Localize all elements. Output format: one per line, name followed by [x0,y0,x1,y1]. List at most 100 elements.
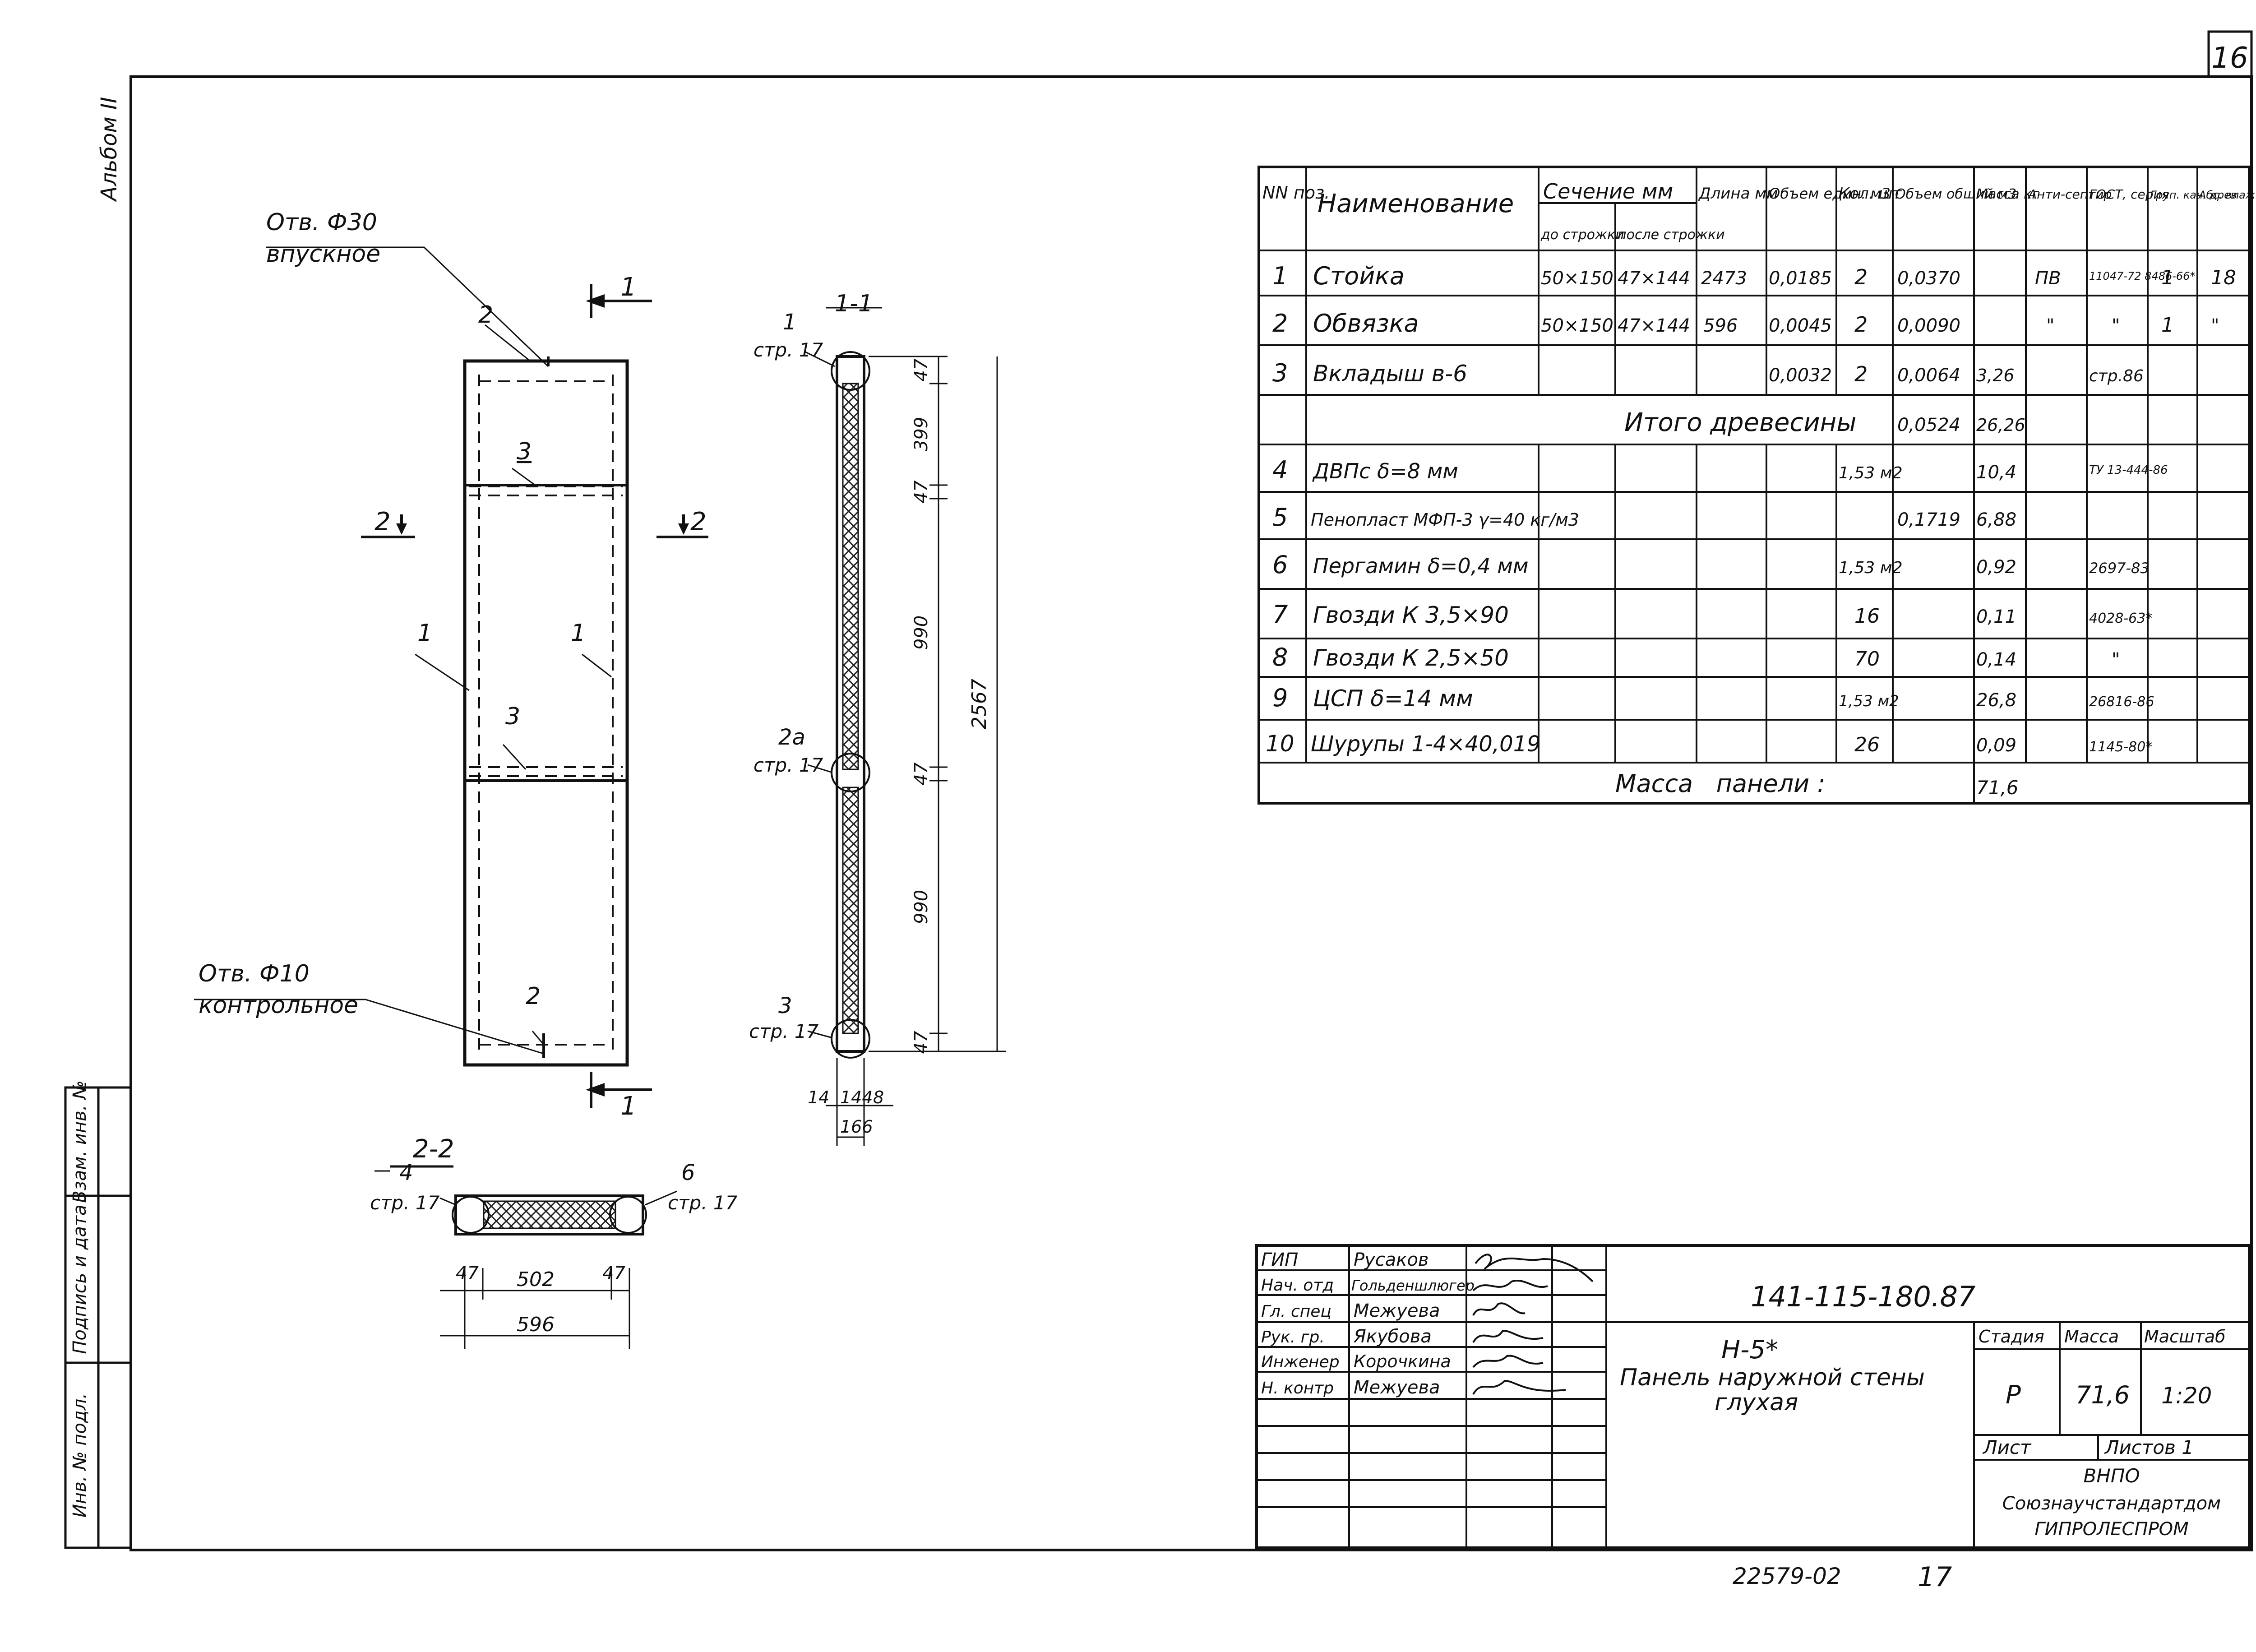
section-1-bottom-dim-1: 14 [808,1087,829,1107]
callout-1-left: 1 [417,620,432,647]
row-3-vol-total: 0,0064 [1897,365,1960,386]
row-2-antisept: " [2046,315,2054,336]
row-2-name: Обвязка [1313,309,1419,338]
section-1-callout-3-num: 3 [778,993,792,1018]
section-2-callout-4-num: 4 [399,1160,413,1185]
spec-table-row: 8 Гвозди К 2,5×50 70 0,14 " [1272,643,2120,671]
section-1-callout-1-num: 1 [783,310,797,335]
callout-3-upper: 3 [517,438,532,465]
section-1-dim-6: 990 [911,890,932,924]
org-line-1: ВНПО [2083,1465,2140,1487]
hole-control-label: Отв. Ф10 [199,960,310,987]
section-1-dim-1: 47 [911,358,932,381]
row-3-name: Вкладыш в-6 [1313,361,1467,387]
row-10-pos: 10 [1266,731,1294,757]
row-1-section-after: 47×144 [1618,268,1690,289]
row-4-mass: 10,4 [1976,462,2016,483]
row-10-mass: 0,09 [1976,735,2016,756]
panel-outline [463,359,629,1067]
hole-control-sublabel: контрольное [199,992,358,1019]
hdr-gost: ГОСТ, серия [2089,187,2169,202]
hole-inlet-sublabel: впускное [266,241,380,268]
section-1-bottom-dim-3: 8 [873,1087,884,1107]
row-8-name: Гвозди К 2,5×50 [1313,645,1509,671]
spec-table-row: 6 Пергамин δ=0,4 мм 1,53 м2 0,92 2697-83 [1272,551,2150,579]
row-9-gost: 26816-86 [2089,694,2154,710]
row-total-vol: 0,0524 [1897,415,1960,435]
section-1-callout-1-ref: стр. 17 [754,339,823,361]
row-10-qty: 26 [1854,733,1880,756]
name-group-lead: Якубова [1353,1326,1432,1347]
title-block-frame [1255,1244,2251,1549]
row-2-gost: " [2112,315,2120,336]
row-2-vol-unit: 0,0045 [1769,315,1832,336]
row-4-pos: 4 [1272,456,1288,484]
spec-table-row: 10 Шурупы 1-4×40,019 26 0,09 1145-80* [1266,731,2152,757]
spec-table-row: 9 ЦСП δ=14 мм 1,53 м2 26,8 26816-86 [1272,684,2154,712]
name-gip: Русаков [1354,1249,1429,1270]
spec-table-row: 7 Гвозди К 3,5×90 16 0,11 4028-63* [1272,600,2152,629]
name-head-dept: Гольденшлюгер [1351,1277,1475,1294]
title-block-people: ГИП Нач. отд Гл. спец Рук. гр. Инженер Н… [1261,1249,1475,1398]
callout-2-bottom: 2 [526,983,541,1010]
section-1-dim-3: 47 [911,480,932,503]
row-1-qty: 2 [1854,265,1868,289]
hdr-antisept: Анти-септир [2027,187,2112,202]
org-line-3: ГИПРОЛЕСПРОМ [2034,1519,2188,1540]
row-total-label: Итого древесины [1624,408,1856,437]
row-6-pos: 6 [1272,551,1288,579]
panel-mark: Н-5* [1721,1335,1778,1365]
panel-elevation [194,246,708,1108]
sheet-label: Лист [1982,1436,2032,1458]
row-7-mass: 0,11 [1976,606,2016,627]
row-1-group: 1 [2161,266,2174,289]
scale-value: 1:20 [2161,1383,2212,1409]
row-8-qty: 70 [1854,648,1880,671]
role-group-lead: Рук. гр. [1261,1328,1325,1347]
row-1-gost: 11047-72 8486-66* [2089,270,2195,282]
row-2-humidity: " [2211,315,2219,336]
hdr-mass: Масса кг [1976,186,2039,202]
document-code: 141-115-180.87 [1751,1280,1975,1313]
section-1-dim-4: 990 [911,615,932,650]
row-9-qty: 1,53 м2 [1839,692,1899,710]
row-3-pos: 3 [1272,359,1288,387]
section-1-bottom-total: 166 [840,1117,873,1137]
cut-2-left-label: 2 [374,507,391,537]
hdr-pos: NN поз. [1262,183,1330,203]
section-1-dim-7: 47 [911,1031,932,1054]
row-10-gost: 1145-80* [2089,739,2152,755]
cut-1-top-label: 1 [620,273,637,302]
sheets-label: Листов 1 [2104,1436,2194,1458]
row-2-length: 596 [1703,315,1738,336]
panel-title: Панель наружной стены [1620,1364,1925,1391]
row-10-name: Шурупы 1-4×40,019 [1311,731,1541,757]
row-8-pos: 8 [1272,643,1288,671]
section-1-callout-2a-ref: стр. 17 [754,754,823,776]
row-1-name: Стойка [1313,262,1405,290]
row-total-mass: 26,26 [1976,415,2025,435]
section-2-dim-3: 47 [602,1263,625,1284]
spec-table-row: 3 Вкладыш в-6 0,0032 2 0,0064 3,26 стр.8… [1272,359,2144,387]
org-line-2: Союзнаучстандартдом [2002,1493,2221,1514]
sheet-frame [129,30,2253,1551]
row-3-mass: 3,26 [1976,366,2015,385]
hdr-qty: Кол. шт [1839,185,1902,203]
section-1-callout-2a-num: 2а [778,725,805,750]
row-4-gost: ТУ 13-444-86 [2089,463,2168,477]
role-chief-spec: Гл. спец [1261,1302,1331,1321]
row-1-section-before: 50×150 [1541,268,1613,289]
row-9-pos: 9 [1272,684,1288,712]
hdr-section-after: после строжки [1618,227,1725,243]
cut-1-bottom-label: 1 [620,1092,637,1121]
sheet-number: 17 [1918,1561,1952,1593]
row-7-gost: 4028-63* [2089,611,2152,626]
section-2-outline [454,1194,644,1236]
row-4-name: ДВПс δ=8 мм [1312,459,1458,483]
hdr-group: Груп. кач. древ [2150,189,2237,201]
row-8-gost: " [2112,649,2120,670]
spec-table-row: Итого древесины 0,0524 26,26 [1624,408,2025,437]
row-8-mass: 0,14 [1976,649,2016,670]
section-1-title: 1-1 [835,290,873,317]
role-head-dept: Нач. отд [1261,1276,1334,1295]
